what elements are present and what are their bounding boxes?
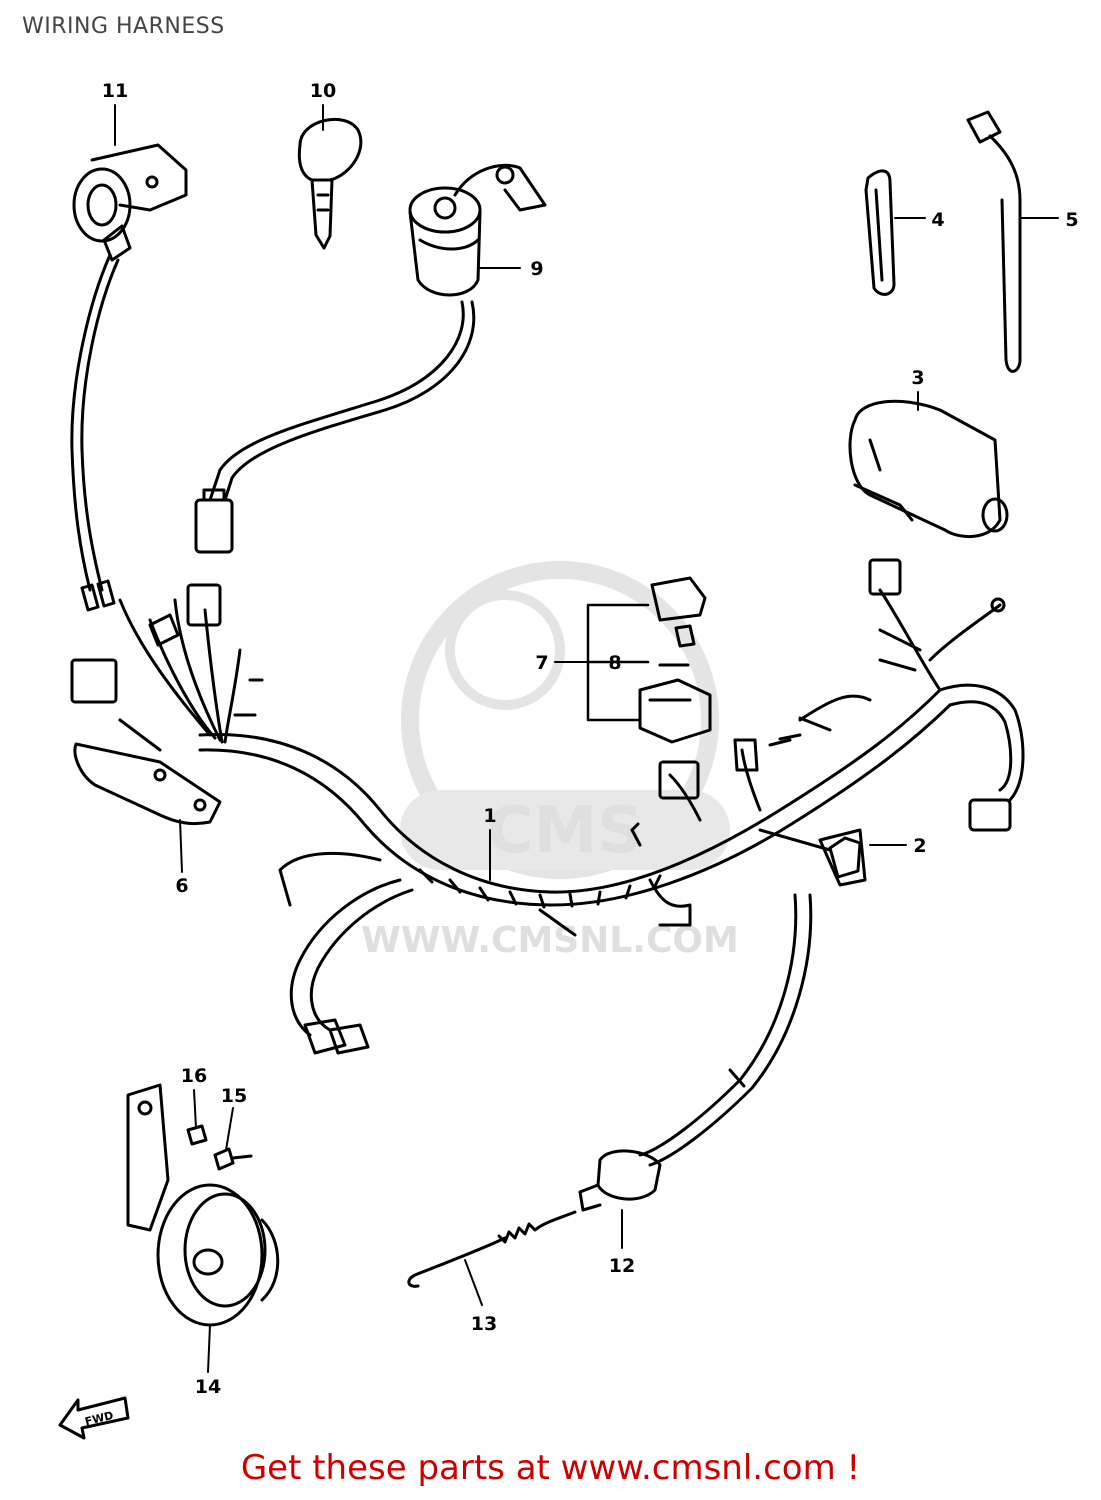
callout-10: 10: [310, 80, 336, 102]
callout-3: 3: [911, 367, 924, 389]
footer-link[interactable]: Get these parts at www.cmsnl.com !: [240, 1448, 861, 1488]
callout-11: 11: [102, 80, 128, 102]
watermark-brand: CMS: [487, 794, 644, 868]
small-switch-connector: [828, 836, 862, 879]
watermark: CMS WWW.CMSNL.COM: [361, 561, 739, 961]
connector-set: [638, 576, 712, 744]
handlebar-switch: [70, 143, 188, 612]
watermark-url: WWW.CMSNL.COM: [361, 920, 739, 961]
callout-labels: 11 10 9 4 5 3 7 8 1 2 6 16 15 12 13 14 F…: [84, 80, 1079, 1428]
callout-1: 1: [483, 805, 496, 827]
callout-7: 7: [535, 652, 548, 674]
ignition-switch: [194, 163, 547, 554]
leader-lines: [114, 104, 1059, 1373]
callout-6: 6: [175, 875, 188, 897]
page-title: WIRING HARNESS: [22, 14, 225, 39]
horn: [126, 1083, 280, 1327]
main-wiring-harness: [70, 558, 1025, 1055]
clamp: [864, 169, 896, 296]
callout-4: 4: [931, 209, 944, 231]
callout-13: 13: [471, 1313, 497, 1335]
ignition-key: [297, 117, 363, 250]
turn-signal-relay: [848, 399, 1009, 539]
callout-9: 9: [530, 258, 543, 280]
callout-8: 8: [608, 652, 621, 674]
wiring-diagram: CMS WWW.CMSNL.COM: [58, 80, 1079, 1440]
callout-12: 12: [609, 1255, 635, 1277]
callout-14: 14: [195, 1376, 221, 1398]
harness-bracket: [73, 742, 222, 826]
callout-16: 16: [181, 1065, 207, 1087]
rear-brake-switch: [578, 893, 813, 1212]
forward-arrow: [58, 1396, 130, 1440]
callout-5: 5: [1065, 209, 1078, 231]
callout-15: 15: [221, 1085, 247, 1107]
cable-tie: [966, 110, 1022, 373]
spring: [407, 1210, 577, 1288]
callout-2: 2: [913, 835, 926, 857]
